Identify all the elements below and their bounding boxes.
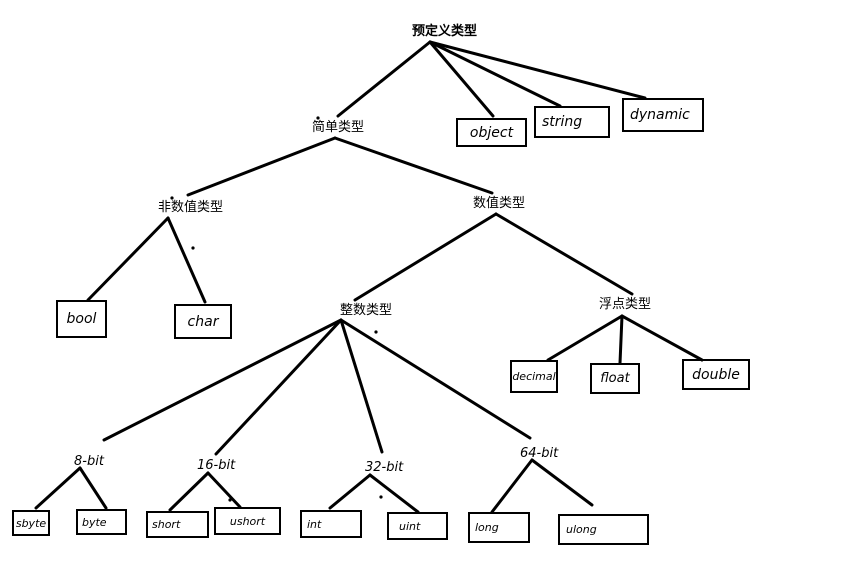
float-box: float	[590, 363, 640, 394]
decimal-box: decimal	[510, 360, 558, 393]
floating-type-label: 浮点类型	[599, 297, 652, 312]
numeric-type-label: 数值类型	[473, 196, 526, 211]
double-box: double	[682, 359, 750, 390]
ulong-box: ulong	[558, 514, 649, 545]
string-box: string	[534, 106, 610, 138]
sbyte-box: sbyte	[12, 510, 50, 536]
object-box: object	[456, 118, 527, 147]
char-box: char	[174, 304, 232, 339]
integer-type-label: 整数类型	[340, 303, 393, 318]
int-box: int	[300, 510, 362, 538]
root-label: 预定义类型	[412, 24, 478, 39]
bit32-label: 32-bit	[365, 460, 404, 475]
short-box: short	[146, 511, 209, 538]
long-box: long	[468, 512, 530, 543]
bit64-label: 64-bit	[520, 446, 559, 461]
bool-box: bool	[56, 300, 107, 338]
byte-box: byte	[76, 509, 127, 535]
non-numeric-type-label: 非数值类型	[158, 200, 224, 215]
dynamic-box: dynamic	[622, 98, 704, 132]
uint-box: uint	[387, 512, 448, 540]
bit8-label: 8-bit	[74, 454, 104, 469]
ushort-box: ushort	[214, 507, 281, 535]
bit16-label: 16-bit	[197, 458, 236, 473]
simple-type-label: 简单类型	[312, 120, 365, 135]
